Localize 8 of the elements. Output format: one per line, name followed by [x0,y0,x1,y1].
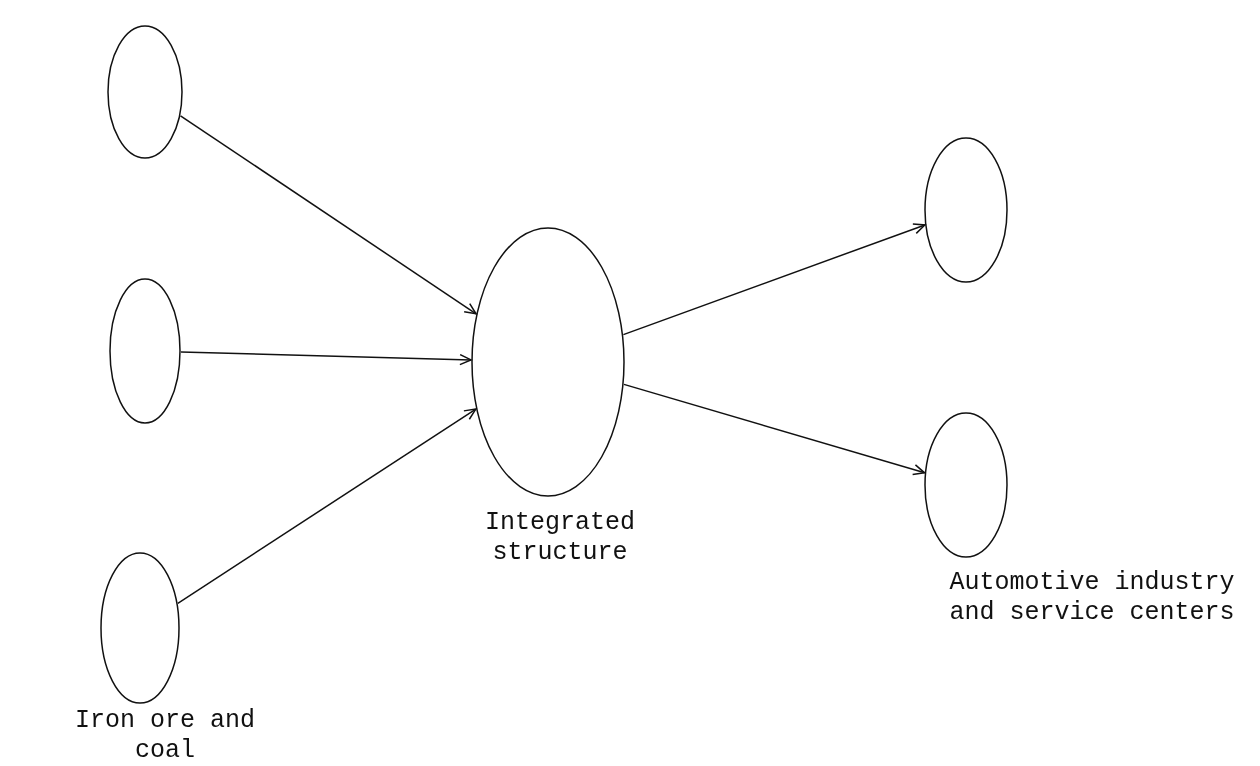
arrow [177,408,477,605]
arrow [180,351,472,366]
node-label: Automotive industry and service centers [948,568,1236,628]
arrow [623,383,926,476]
arrow [622,223,926,336]
node-label: Iron ore and coal [74,706,256,766]
arrow [179,115,477,315]
node-label: Integrated structure [484,508,636,568]
